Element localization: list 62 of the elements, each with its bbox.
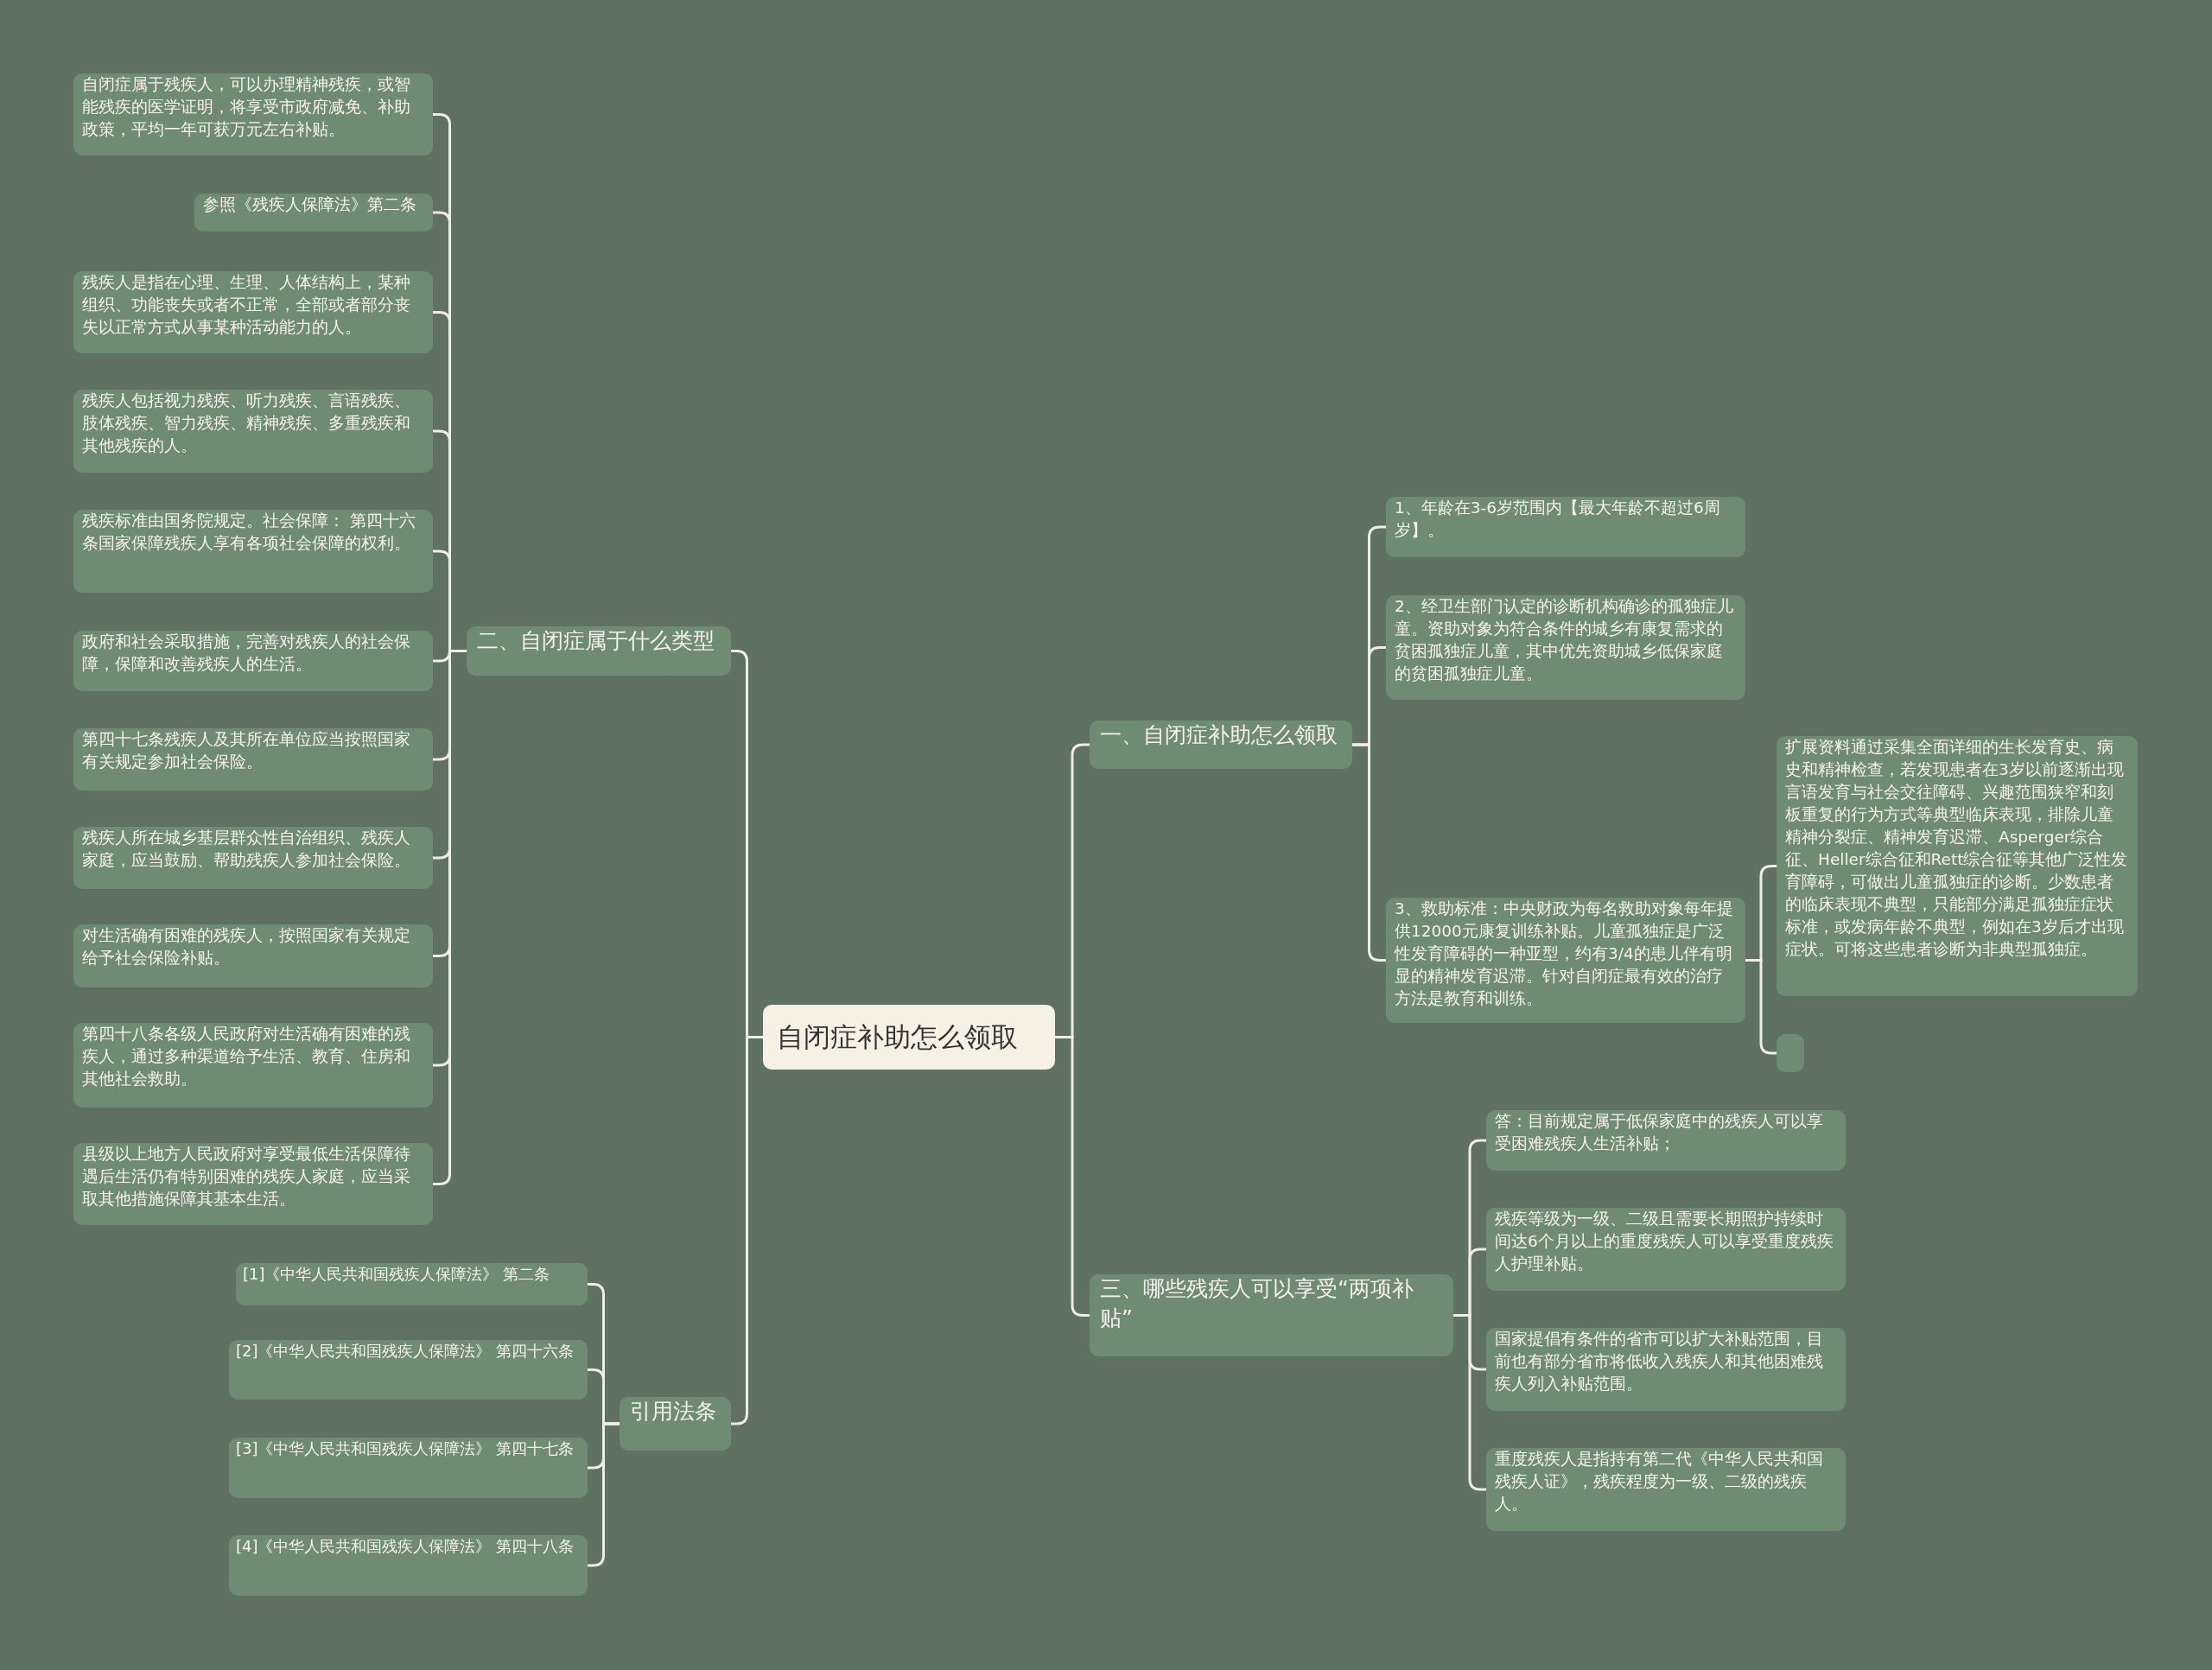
citation-topic (229, 1340, 588, 1400)
topic-text: 第四十七条残疾人及其所在单位应当按照国家有关规定参加社会保险。 (82, 729, 411, 772)
topic-text: 残疾人包括视力残疾、听力残疾、言语残疾、肢体残疾、智力残疾、精神残疾、多重残疾和其他残疾的人。 (82, 391, 411, 456)
leaf-topic (1486, 1448, 1846, 1531)
branch-topic (467, 626, 731, 676)
topic-text: 1、年龄在3-6岁范围内【最大年龄不超过6周岁】。 (1395, 498, 1721, 541)
leaf-topic (73, 1143, 433, 1225)
connector-line (1352, 743, 1386, 962)
topic-text: 残疾等级为一级、二级且需要长期照护持续时间达6个月以上的重度残疾人可以享受重度残疾人护理补贴。 (1495, 1209, 1834, 1274)
leaf-topic (73, 390, 433, 473)
leaf-topic (73, 827, 433, 889)
topic-text: 引用法条 (630, 1398, 717, 1426)
topic-text: 第四十八条各级人民政府对生活确有困难的残疾人，通过多种渠道给予生活、教育、住房和其他社会救助。 (82, 1024, 411, 1089)
topic-text: [1]《中华人民共和国残疾人保障法》 第二条 (243, 1264, 551, 1285)
branch-topic (1090, 1274, 1453, 1356)
leaf-topic (1386, 898, 1745, 1023)
topic-text: 三、哪些残疾人可以享受“两项补贴” (1100, 1275, 1414, 1332)
topic-text: 扩展资料通过采集全面详细的生长发育史、病史和精神检查，若发现患者在3岁以前逐渐出现言语发育与社会交往障碍、兴趣范围狭窄和刻板重复的行为方式等典型临床表现，排除儿童精神分裂症、精神发育迟滞、Asperger综合征、Heller综合征和Rett综合征等其他广泛性发育障碍，可做出儿童孤独症的诊断。少数患者的临床表现不典型，只能部分满足孤独症症状标准，或发病年龄不典型，例如在3岁后才出现症状。可将这些患者诊断为非典型孤独症。 (1785, 737, 2129, 960)
citation-topic (229, 1438, 588, 1498)
leaf-topic (1486, 1328, 1846, 1411)
topic-text: [4]《中华人民共和国残疾人保障法》 第四十八条 (236, 1536, 575, 1557)
branch-topic (620, 1397, 731, 1451)
topic-text: 2、经卫生部门认定的诊断机构确诊的孤独症儿童。资助对象为符合条件的城乡有康复需求的贫困孤独症儿童，其中优先资助城乡低保家庭的贫困孤独症儿童。 (1395, 596, 1734, 684)
topic-text: 残疾人所在城乡基层群众性自治组织、残疾人家庭，应当鼓励、帮助残疾人参加社会保险。 (82, 828, 411, 871)
leaf-topic (73, 728, 433, 791)
topic-text: 答：目前规定属于低保家庭中的残疾人可以享受困难残疾人生活补贴； (1495, 1111, 1824, 1154)
leaf-topic (1777, 736, 2138, 996)
leaf-topic (73, 924, 433, 987)
central-topic (763, 1005, 1055, 1070)
topic-text: 参照《残疾人保障法》第二条 (203, 194, 417, 215)
leaf-topic (73, 631, 433, 691)
connector-line (588, 1422, 620, 1567)
topic-text: 3、救助标准：中央财政为每名救助对象每年提供12000元康复训练补贴。儿童孤独症是广泛性发育障碍的一种亚型，约有3/4的患儿伴有明显的精神发育迟滞。针对自闭症最有效的治疗方法是教育和训练。 (1395, 898, 1734, 1009)
leaf-topic (1486, 1208, 1846, 1291)
citation-topic (229, 1535, 588, 1596)
topic-text: 县级以上地方人民政府对享受最低生活保障待遇后生活仍有特别困难的残疾人家庭，应当采取其他措施保障其基本生活。 (82, 1144, 411, 1210)
topic-text: [2]《中华人民共和国残疾人保障法》 第四十六条 (236, 1341, 575, 1362)
topic-text: 一、自闭症补助怎么领取 (1100, 721, 1338, 749)
leaf-topic (73, 510, 433, 593)
empty-topic (1777, 1034, 1804, 1072)
connector-line (1453, 1314, 1486, 1491)
leaf-topic (73, 271, 433, 353)
connector-line (1055, 1036, 1090, 1317)
connector-line (731, 1036, 763, 1426)
topic-text: 二、自闭症属于什么类型 (477, 627, 715, 655)
leaf-topic (73, 73, 433, 156)
topic-text: 国家提倡有条件的省市可以扩大补贴范围，目前也有部分省市将低收入残疾人和其他困难残疾人列入补贴范围。 (1495, 1329, 1824, 1394)
branch-topic (1090, 721, 1352, 769)
leaf-topic (1386, 497, 1745, 557)
topic-text: 重度残疾人是指持有第二代《中华人民共和国残疾人证》，残疾程度为一级、二级的残疾人。 (1495, 1449, 1824, 1514)
topic-text: 自闭症补助怎么领取 (777, 1020, 1019, 1055)
topic-text: 自闭症属于残疾人，可以办理精神残疾，或智能残疾的医学证明，将享受市政府减免、补助政策，平均一年可获万元左右补贴。 (82, 74, 411, 140)
topic-text: [3]《中华人民共和国残疾人保障法》 第四十七条 (236, 1438, 575, 1459)
topic-text: 政府和社会采取措施，完善对残疾人的社会保障，保障和改善残疾人的生活。 (82, 632, 411, 675)
topic-text: 残疾人是指在心理、生理、人体结构上，某种组织、功能丧失或者不正常，全部或者部分丧失以正常方式从事某种活动能力的人。 (82, 272, 411, 338)
citation-topic (236, 1263, 588, 1305)
leaf-topic (73, 1023, 433, 1108)
leaf-topic (1486, 1110, 1846, 1171)
topic-text: 对生活确有困难的残疾人，按照国家有关规定给予社会保险补贴。 (82, 925, 411, 968)
topic-text: 残疾标准由国务院规定。社会保障： 第四十六条国家保障残疾人享有各项社会保障的权利。 (82, 511, 416, 554)
leaf-topic (194, 194, 433, 232)
leaf-topic (1386, 595, 1745, 700)
